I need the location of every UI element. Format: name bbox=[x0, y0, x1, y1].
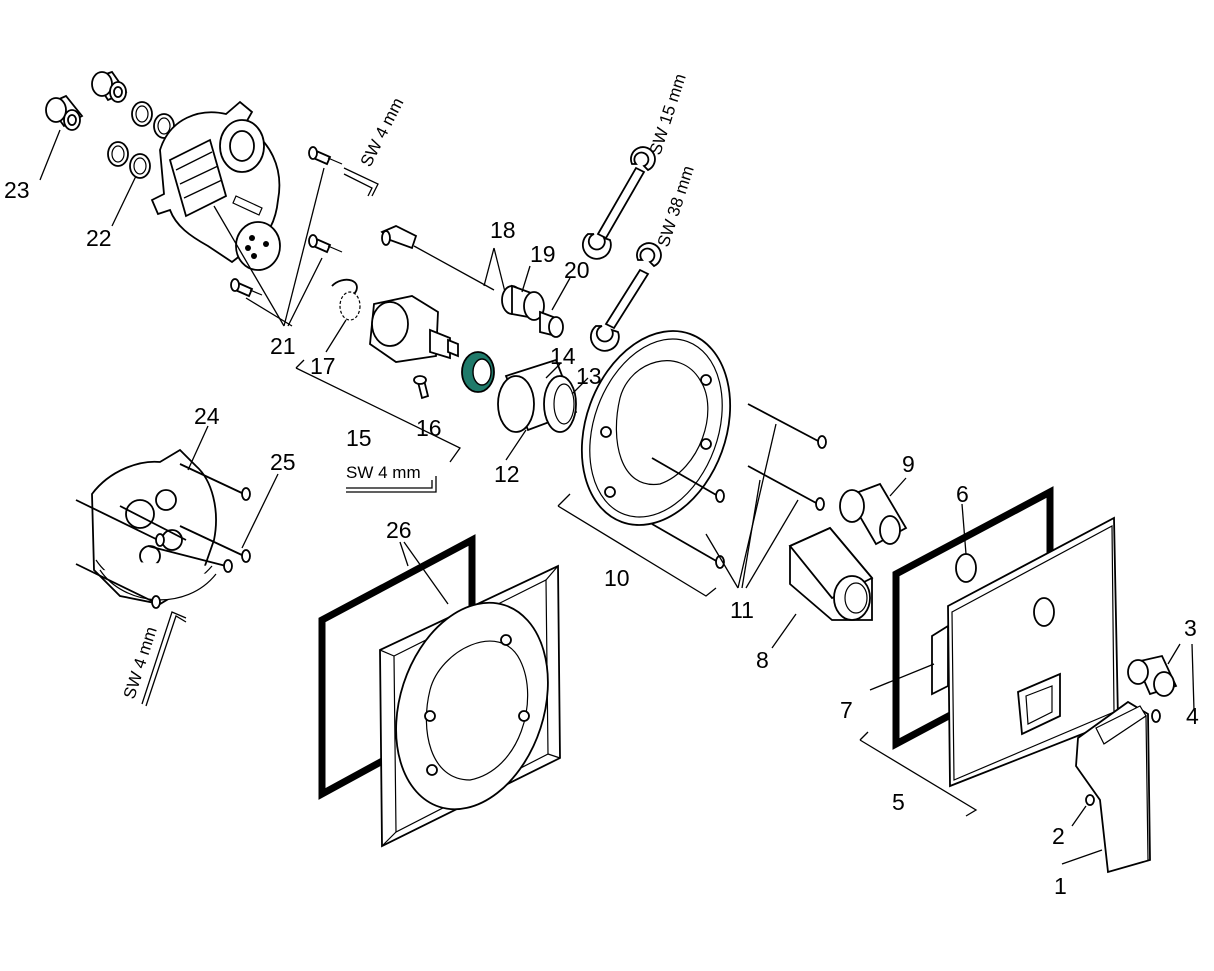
label-2: 2 bbox=[1052, 823, 1065, 849]
label-8: 8 bbox=[756, 647, 769, 673]
part-26-frame bbox=[318, 534, 561, 848]
part-9-extension bbox=[839, 482, 908, 546]
label-1: 1 bbox=[1054, 873, 1067, 899]
part-25-screws bbox=[75, 463, 251, 609]
hex-key-left bbox=[141, 611, 187, 707]
label-19: 19 bbox=[530, 241, 556, 267]
label-23: 23 bbox=[4, 177, 30, 203]
label-14: 14 bbox=[550, 343, 576, 369]
part-17-clip bbox=[331, 278, 361, 321]
label-4: 4 bbox=[1186, 703, 1199, 729]
label-9: 9 bbox=[902, 451, 915, 477]
label-18: 18 bbox=[490, 217, 516, 243]
label-15: 15 bbox=[346, 425, 372, 451]
label-21: 21 bbox=[270, 333, 296, 359]
valve-body bbox=[150, 100, 281, 271]
label-13: 13 bbox=[576, 363, 602, 389]
label-6: 6 bbox=[956, 481, 969, 507]
label-17: 17 bbox=[310, 353, 336, 379]
part-18-spindle bbox=[380, 225, 495, 291]
part-15-cartridge bbox=[369, 295, 459, 363]
part-1-lever bbox=[1075, 700, 1151, 874]
hex-key-top bbox=[343, 167, 379, 197]
hex-key-left-label: SW 4 mm bbox=[120, 624, 161, 701]
part-20-nut bbox=[539, 310, 564, 338]
wrench-15 bbox=[581, 146, 656, 260]
label-5: 5 bbox=[892, 789, 905, 815]
part-19-cartridge bbox=[501, 284, 545, 321]
wrench-38 bbox=[589, 242, 662, 352]
label-22: 22 bbox=[86, 225, 112, 251]
label-20: 20 bbox=[564, 257, 590, 283]
hex-key-mid bbox=[346, 476, 437, 493]
label-26: 26 bbox=[386, 517, 412, 543]
label-7: 7 bbox=[840, 697, 853, 723]
label-24: 24 bbox=[194, 403, 220, 429]
label-11: 11 bbox=[730, 597, 754, 623]
part-14-ring bbox=[461, 351, 495, 393]
part-8-sleeve-square bbox=[788, 526, 874, 621]
part-21-screws bbox=[230, 146, 343, 298]
part-10-rosette bbox=[580, 330, 732, 526]
part-11-screws bbox=[651, 403, 827, 569]
part-6-o-ring bbox=[955, 553, 977, 583]
part-5-cover-plate bbox=[931, 516, 1119, 788]
label-25: 25 bbox=[270, 449, 296, 475]
part-4-grub-screw bbox=[1151, 709, 1161, 723]
label-10: 10 bbox=[604, 565, 630, 591]
label-12: 12 bbox=[494, 461, 520, 487]
hex-key-mid-label: SW 4 mm bbox=[346, 463, 421, 482]
wrench-15-label: SW 15 mm bbox=[646, 71, 690, 157]
part-16-screw bbox=[413, 375, 430, 400]
hex-key-top-label: SW 4 mm bbox=[357, 95, 408, 170]
part-23-sleeves bbox=[45, 70, 128, 131]
label-16: 16 bbox=[416, 415, 442, 441]
wrench-38-label: SW 38 mm bbox=[654, 163, 698, 249]
part-12-sleeve bbox=[497, 358, 578, 433]
part-3-button bbox=[1127, 654, 1178, 697]
part-2-screw bbox=[1085, 794, 1095, 806]
label-3: 3 bbox=[1184, 615, 1197, 641]
